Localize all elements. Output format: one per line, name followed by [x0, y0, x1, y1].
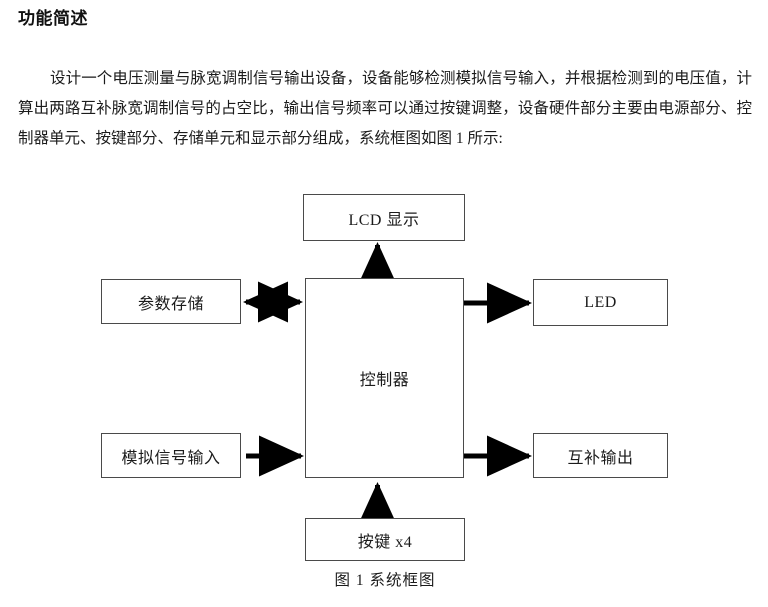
diagram-box-analog-input: 模拟信号输入	[101, 433, 241, 478]
diagram-box-led: LED	[533, 279, 668, 326]
figure-caption: 图 1 系统框图	[334, 572, 436, 589]
diagram-box-complementary-output: 互补输出	[533, 433, 668, 478]
diagram-box-keys-label: 按键 x4	[357, 533, 413, 551]
diagram-box-analog-input-label: 模拟信号输入	[121, 449, 221, 467]
page-title: 功能简述	[18, 9, 88, 28]
body-paragraph: 设计一个电压测量与脉宽调制信号输出设备，设备能够检测模拟信号输入，并根据检测到的…	[18, 69, 752, 147]
diagram-box-parameter-storage-label: 参数存储	[137, 295, 204, 313]
diagram-box-complementary-output-label: 互补输出	[567, 449, 634, 467]
diagram-box-led-label: LED	[584, 293, 617, 311]
diagram-box-lcd: LCD 显示	[303, 194, 465, 241]
diagram-box-lcd-label: LCD 显示	[348, 211, 420, 229]
diagram-box-controller-label: 控制器	[359, 372, 410, 389]
diagram-box-parameter-storage: 参数存储	[101, 279, 241, 324]
diagram-box-controller: 控制器	[305, 278, 464, 478]
diagram-box-keys: 按键 x4	[305, 518, 465, 561]
